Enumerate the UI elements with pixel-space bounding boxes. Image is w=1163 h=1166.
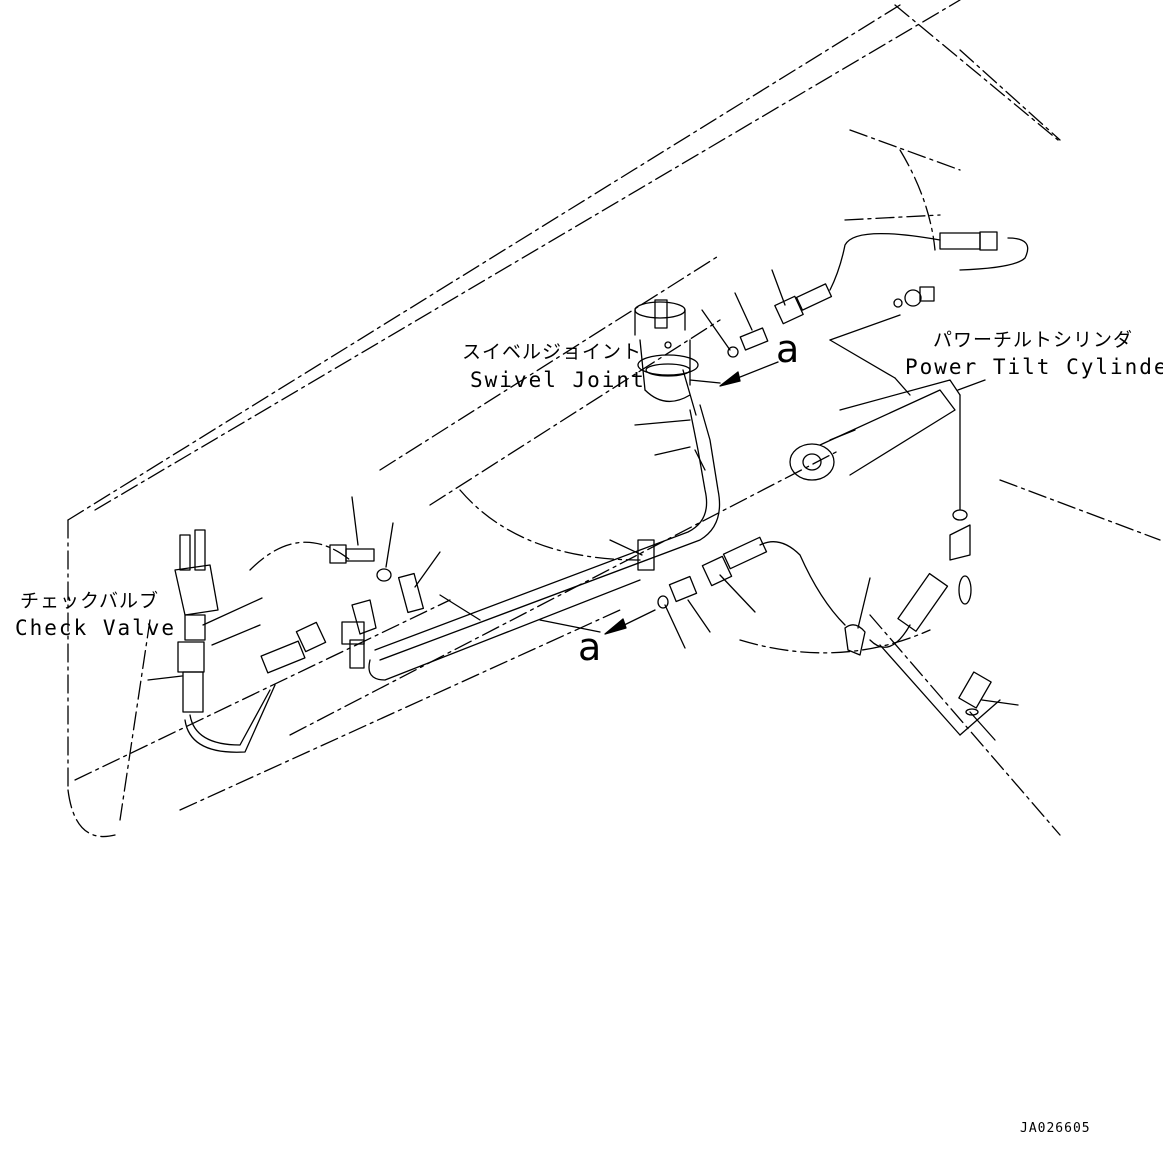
power-tilt-cylinder <box>789 379 986 632</box>
check-valve <box>174 529 219 713</box>
view-marker-upper: a <box>776 327 800 371</box>
piping <box>184 404 911 753</box>
view-arrows <box>539 361 779 635</box>
bolt-washer <box>329 544 392 582</box>
check-valve-label-jp: チェックバルブ <box>20 590 160 612</box>
swivel-joint-label-en: Swivel Joint <box>470 368 646 392</box>
power-tilt-cylinder-label-jp: パワーチルトシリンダ <box>933 329 1134 351</box>
view-marker-lower: a <box>578 625 602 669</box>
middle-fittings <box>397 536 768 614</box>
leader-lines <box>147 269 1019 741</box>
center-fittings <box>260 599 377 674</box>
upper-fittings <box>727 231 1029 358</box>
power-tilt-cylinder-label-en: Power Tilt Cylinder <box>905 355 1163 379</box>
swivel-joint-label-jp: スイベルジョイント <box>462 341 643 363</box>
check-valve-label-en: Check Valve <box>15 616 177 640</box>
swivel-joint <box>634 299 699 402</box>
drawing-code: JA026605 <box>1020 1121 1091 1136</box>
blade-outline <box>67 0 1161 838</box>
